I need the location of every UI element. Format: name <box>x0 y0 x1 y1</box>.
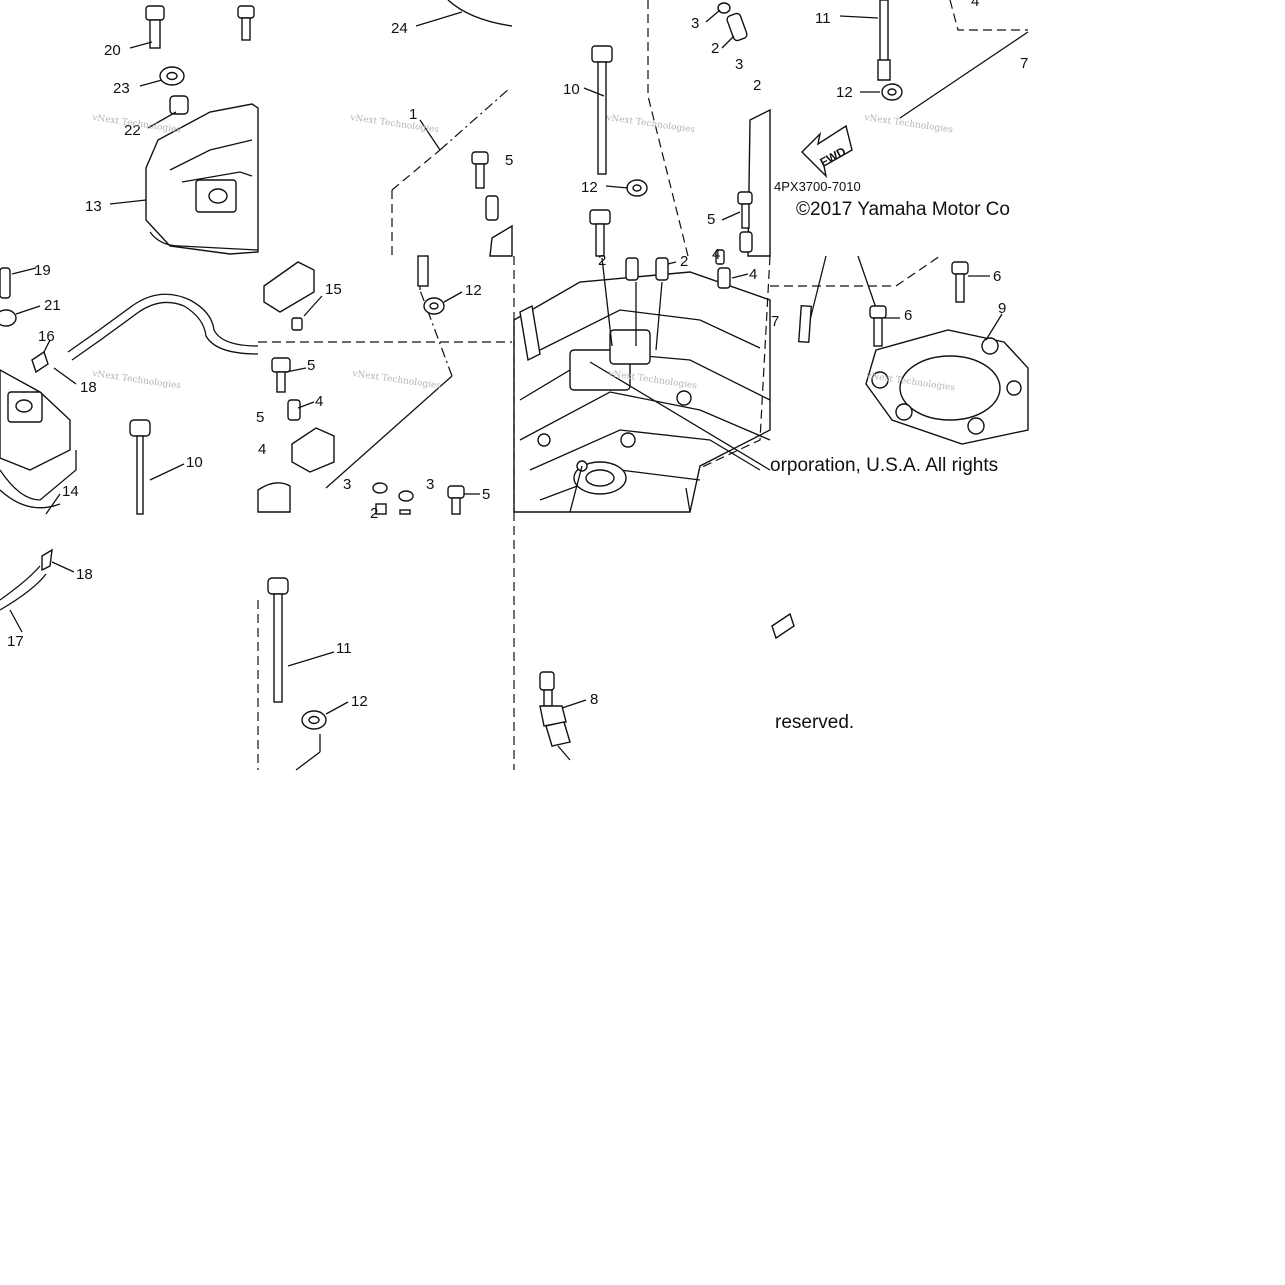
callout-7: 7 <box>1020 55 1028 72</box>
callout-6: 6 <box>993 268 1001 285</box>
callout-16: 16 <box>38 328 55 345</box>
callout-5: 5 <box>482 486 490 503</box>
tile-head-upper <box>391 0 513 257</box>
callout-7: 7 <box>771 313 779 330</box>
callout-12: 12 <box>465 282 482 299</box>
callout-2-partial: 2 <box>370 505 378 522</box>
callout-5-partial: 5 <box>256 409 264 426</box>
callout-23: 23 <box>113 80 130 97</box>
callout-18: 18 <box>76 566 93 583</box>
callout-3: 3 <box>691 15 699 32</box>
callout-2: 2 <box>680 253 688 270</box>
tile-cylinder-head <box>513 191 771 513</box>
tile-camcap <box>257 255 512 515</box>
tile-valve-cover <box>109 5 259 255</box>
callout-13: 13 <box>85 198 102 215</box>
callout-24: 24 <box>391 20 408 37</box>
tile-spark-plug: reserved. <box>513 512 854 770</box>
watermark-text: vNext Technologies <box>605 113 696 136</box>
callout-4: 4 <box>971 0 979 10</box>
callout-12: 12 <box>581 179 598 196</box>
callout-22: 22 <box>124 122 141 139</box>
watermark-text: vNext Technologies <box>351 369 442 392</box>
callout-15: 15 <box>325 281 342 298</box>
copyright-line-2: orporation, U.S.A. All rights <box>770 455 998 476</box>
copyright-line-3: reserved. <box>775 712 854 733</box>
callout-6: 6 <box>904 307 912 324</box>
callout-4-partial: 4 <box>712 246 720 263</box>
callout-17: 17 <box>7 633 24 650</box>
callout-10: 10 <box>563 81 580 98</box>
tile-gasket: orporation, U.S.A. All rights <box>770 255 1029 476</box>
watermark-text: vNext Technologies <box>349 113 440 136</box>
part-code: 4PX3700-7010 <box>774 179 861 194</box>
tile-breather-hose <box>0 548 75 633</box>
callout-18: 18 <box>80 379 97 396</box>
callout-9: 9 <box>998 300 1006 317</box>
callout-12: 12 <box>836 84 853 101</box>
callout-20: 20 <box>104 42 121 59</box>
callout-2: 2 <box>711 40 719 57</box>
callout-3: 3 <box>426 476 434 493</box>
callout-2: 2 <box>598 252 606 269</box>
watermark-text: vNext Technologies <box>863 113 954 136</box>
callout-19: 19 <box>34 262 51 279</box>
callout-11: 11 <box>336 640 352 657</box>
callout-3: 3 <box>735 56 743 73</box>
callout-labels: 20 23 22 13 24 1 5 10 12 3 2 3 2 11 12 4… <box>7 0 1028 710</box>
watermark-text: vNext Technologies <box>91 369 182 392</box>
callout-4: 4 <box>749 266 757 283</box>
callout-3: 3 <box>343 476 351 493</box>
callout-5: 5 <box>707 211 715 228</box>
callout-21: 21 <box>44 297 61 314</box>
callout-10: 10 <box>186 454 203 471</box>
callout-5: 5 <box>307 357 315 374</box>
callout-4: 4 <box>315 393 323 410</box>
callout-1: 1 <box>409 106 417 123</box>
callout-14: 14 <box>62 483 79 500</box>
callout-11: 11 <box>815 10 831 27</box>
tile-breather <box>0 267 259 515</box>
callout-4-partial: 4 <box>258 441 266 458</box>
callout-2: 2 <box>753 77 761 94</box>
callout-12: 12 <box>351 693 368 710</box>
tile-studs-upper <box>583 0 771 257</box>
tile-fwd: FWD 4PX3700-7010 ©2017 Yamaha Motor Co <box>774 0 1029 220</box>
copyright-line-1: ©2017 Yamaha Motor Co <box>796 199 1010 220</box>
tile-long-stud <box>257 577 349 771</box>
fwd-arrow-icon: FWD <box>801 124 853 179</box>
callout-5: 5 <box>505 152 513 169</box>
callout-8: 8 <box>590 691 598 708</box>
